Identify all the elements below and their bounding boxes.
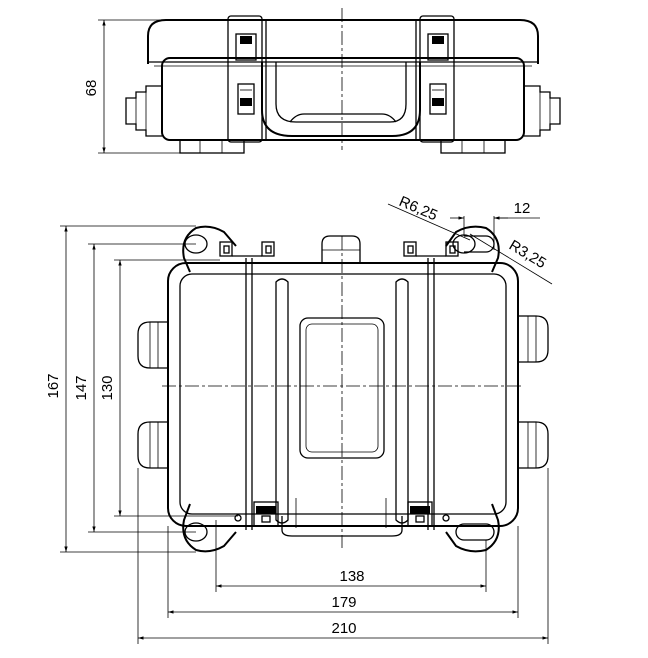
dim-width-outer: 210 (137, 468, 549, 644)
mount-ear-top-left (182, 225, 237, 273)
dim-height-inner: 130 (99, 259, 238, 517)
side-view-foot-right (440, 139, 506, 154)
top-view-gland-right-upper (518, 315, 549, 363)
side-view-gland-right (524, 85, 561, 137)
mount-ear-bottom-right (445, 503, 500, 553)
top-view-gland-top (321, 235, 361, 262)
dim-height-mid-label: 147 (73, 375, 90, 400)
top-view-handle-rail-right (395, 278, 409, 524)
dim-width-inner: 138 (215, 520, 487, 592)
dim-height-outer-label: 167 (45, 373, 62, 398)
dim-width-mid: 179 (167, 526, 519, 618)
top-view-gland-left-lower (137, 421, 168, 469)
side-view-body (161, 57, 525, 141)
side-view-latch-right (419, 15, 455, 143)
mount-ear-bottom-left (182, 503, 237, 553)
dim-radius-large-label: R6,25 (396, 193, 439, 224)
top-view-gland-left-upper (137, 321, 168, 369)
bottom-latch-left (234, 501, 279, 527)
side-view-handle (261, 62, 421, 137)
top-view-strap-left (245, 258, 253, 530)
side-view-lid (147, 19, 539, 64)
top-view-strap-right (427, 258, 435, 530)
mount-ear-top-right (445, 225, 500, 273)
dim-height-outer: 167 (45, 225, 196, 553)
side-view-latch-left (227, 15, 263, 143)
top-view-inner-body (179, 273, 507, 515)
top-latch-right (403, 241, 459, 257)
top-latch-left (219, 241, 275, 257)
dim-height-inner-label: 130 (99, 375, 116, 400)
dim-height-side: 68 (83, 19, 180, 154)
dim-height-side-label: 68 (83, 80, 100, 97)
dim-radius-large: R6,25 (387, 193, 471, 241)
top-view-handle-rail-left (275, 278, 289, 524)
dim-height-mid: 147 (73, 243, 196, 533)
top-view (137, 225, 549, 553)
dim-slot-width-label: 12 (514, 200, 531, 217)
bottom-latch-right (407, 501, 450, 527)
top-view-outer-body (167, 262, 519, 527)
dim-width-outer-label: 210 (331, 620, 356, 637)
side-view (125, 8, 561, 154)
dim-width-inner-label: 138 (339, 568, 364, 585)
side-view-gland-left (125, 85, 162, 137)
dim-radius-small: R3,25 (469, 233, 553, 285)
mount-slot-top-right (464, 235, 495, 253)
dim-width-mid-label: 179 (331, 594, 356, 611)
dim-slot-width: 12 (450, 200, 540, 250)
top-view-gland-right-lower (518, 421, 549, 469)
side-view-foot-left (179, 139, 245, 154)
